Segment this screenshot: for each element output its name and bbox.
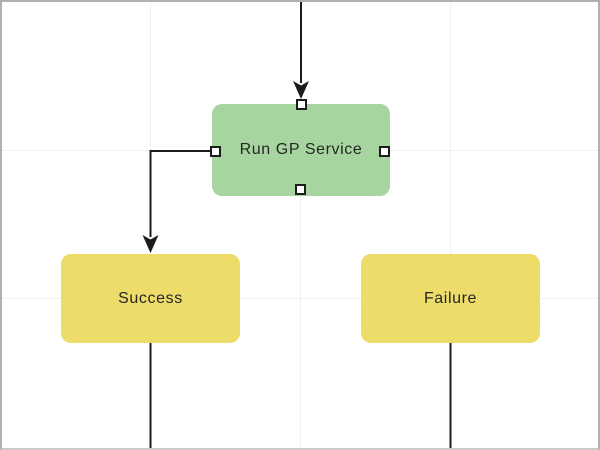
grid-line-vertical [450, 0, 451, 450]
node-success[interactable]: Success [61, 254, 240, 343]
node-label: Success [118, 289, 183, 307]
connector-run-gp-service-to-success[interactable] [142, 150, 215, 253]
connection-handle-left[interactable] [210, 145, 221, 157]
connector-into-run-gp-service[interactable] [293, 0, 309, 99]
connector-arrowhead [142, 235, 159, 253]
grid-line-vertical [300, 0, 301, 450]
connection-handle-top[interactable] [295, 99, 307, 110]
connector-arrowhead [293, 81, 309, 99]
node-run-gp-service[interactable]: Run GP Service [212, 104, 390, 196]
connection-handle-bottom[interactable] [295, 183, 306, 195]
node-label: Run GP Service [239, 141, 363, 158]
connection-handle-right[interactable] [379, 145, 390, 157]
grid-line-horizontal [0, 298, 600, 299]
node-failure[interactable]: Failure [361, 254, 540, 343]
node-label: Failure [423, 289, 478, 307]
